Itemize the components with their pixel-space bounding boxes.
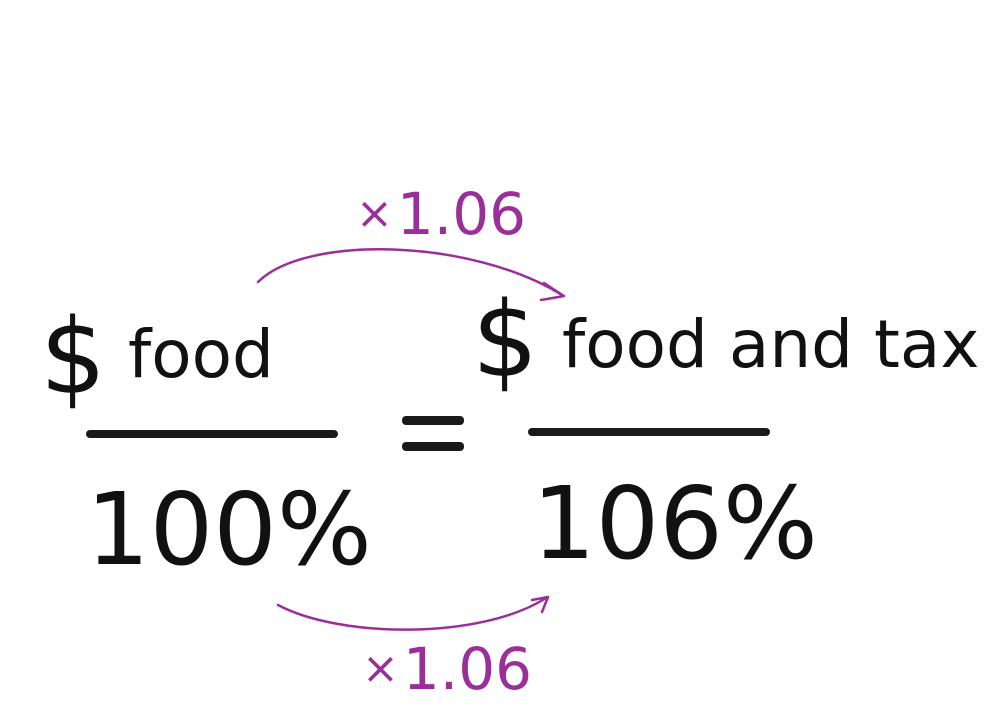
bottom-multiplier-value: 1.06 — [402, 635, 533, 703]
top-curved-arrow — [256, 248, 564, 297]
bottom-curved-arrow — [276, 596, 548, 631]
left-dollar-sign: $ — [40, 296, 107, 418]
top-multiplier-value: 1.06 — [396, 180, 527, 248]
left-numerator-label: food — [128, 316, 274, 393]
equals-sign — [402, 416, 464, 456]
bottom-arrow-head — [530, 595, 550, 614]
top-multiplier: ×1.06 — [356, 185, 526, 243]
right-dollar-sign: $ — [472, 279, 539, 401]
left-denominator: 100% — [86, 471, 372, 588]
top-multiplier-times-sign: × — [356, 188, 393, 239]
top-arrow-head — [539, 281, 566, 302]
equals-bottom-bar — [402, 442, 464, 451]
equals-top-bar — [402, 416, 464, 425]
bottom-multiplier: ×1.06 — [362, 640, 532, 698]
right-denominator: 106% — [532, 465, 818, 582]
right-fraction-bar — [528, 428, 770, 436]
right-numerator-label: food and tax — [562, 306, 980, 383]
bottom-multiplier-times-sign: × — [362, 643, 399, 694]
left-fraction-bar — [86, 430, 338, 438]
